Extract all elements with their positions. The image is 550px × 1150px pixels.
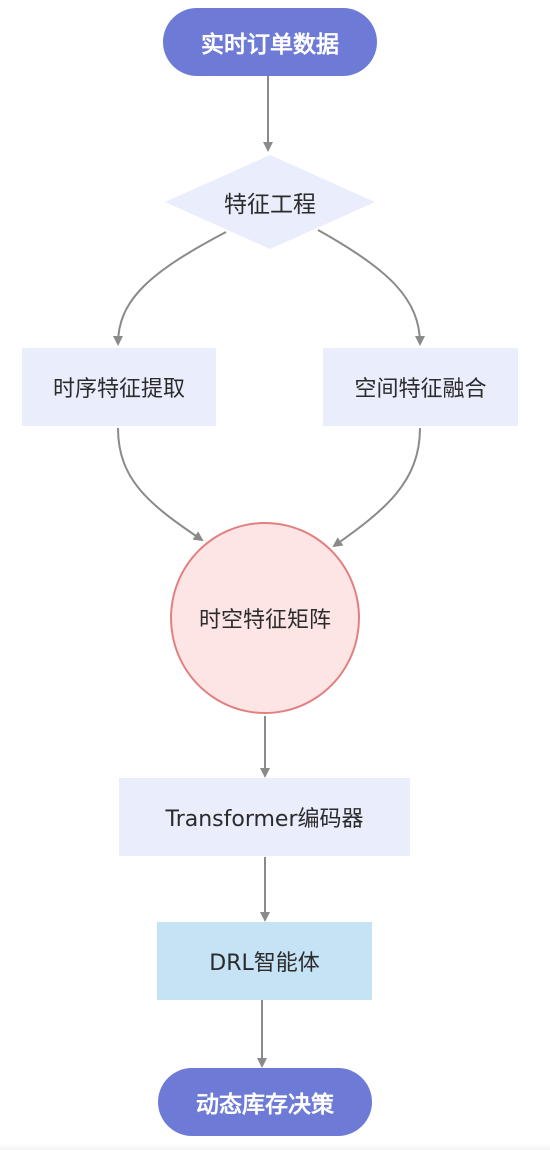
node-matrix: 时空特征矩阵 bbox=[170, 522, 360, 714]
feature-diamond-shape bbox=[165, 155, 375, 249]
node-temporal: 时序特征提取 bbox=[22, 348, 216, 426]
edge-feature-to-temporal bbox=[113, 231, 227, 346]
edge-spatial-to-matrix bbox=[332, 427, 421, 548]
node-drl: DRL智能体 bbox=[157, 922, 372, 1000]
bottom-edge bbox=[0, 1144, 550, 1150]
node-transformer: Transformer编码器 bbox=[119, 778, 410, 856]
node-feature-label: 特征工程 bbox=[224, 192, 316, 218]
node-end: 动态库存决策 bbox=[158, 1068, 372, 1136]
edge-feature-to-spatial bbox=[317, 229, 425, 346]
node-start: 实时订单数据 bbox=[163, 8, 377, 76]
edge-temporal-to-matrix bbox=[117, 427, 204, 542]
node-spatial: 空间特征融合 bbox=[323, 348, 518, 426]
